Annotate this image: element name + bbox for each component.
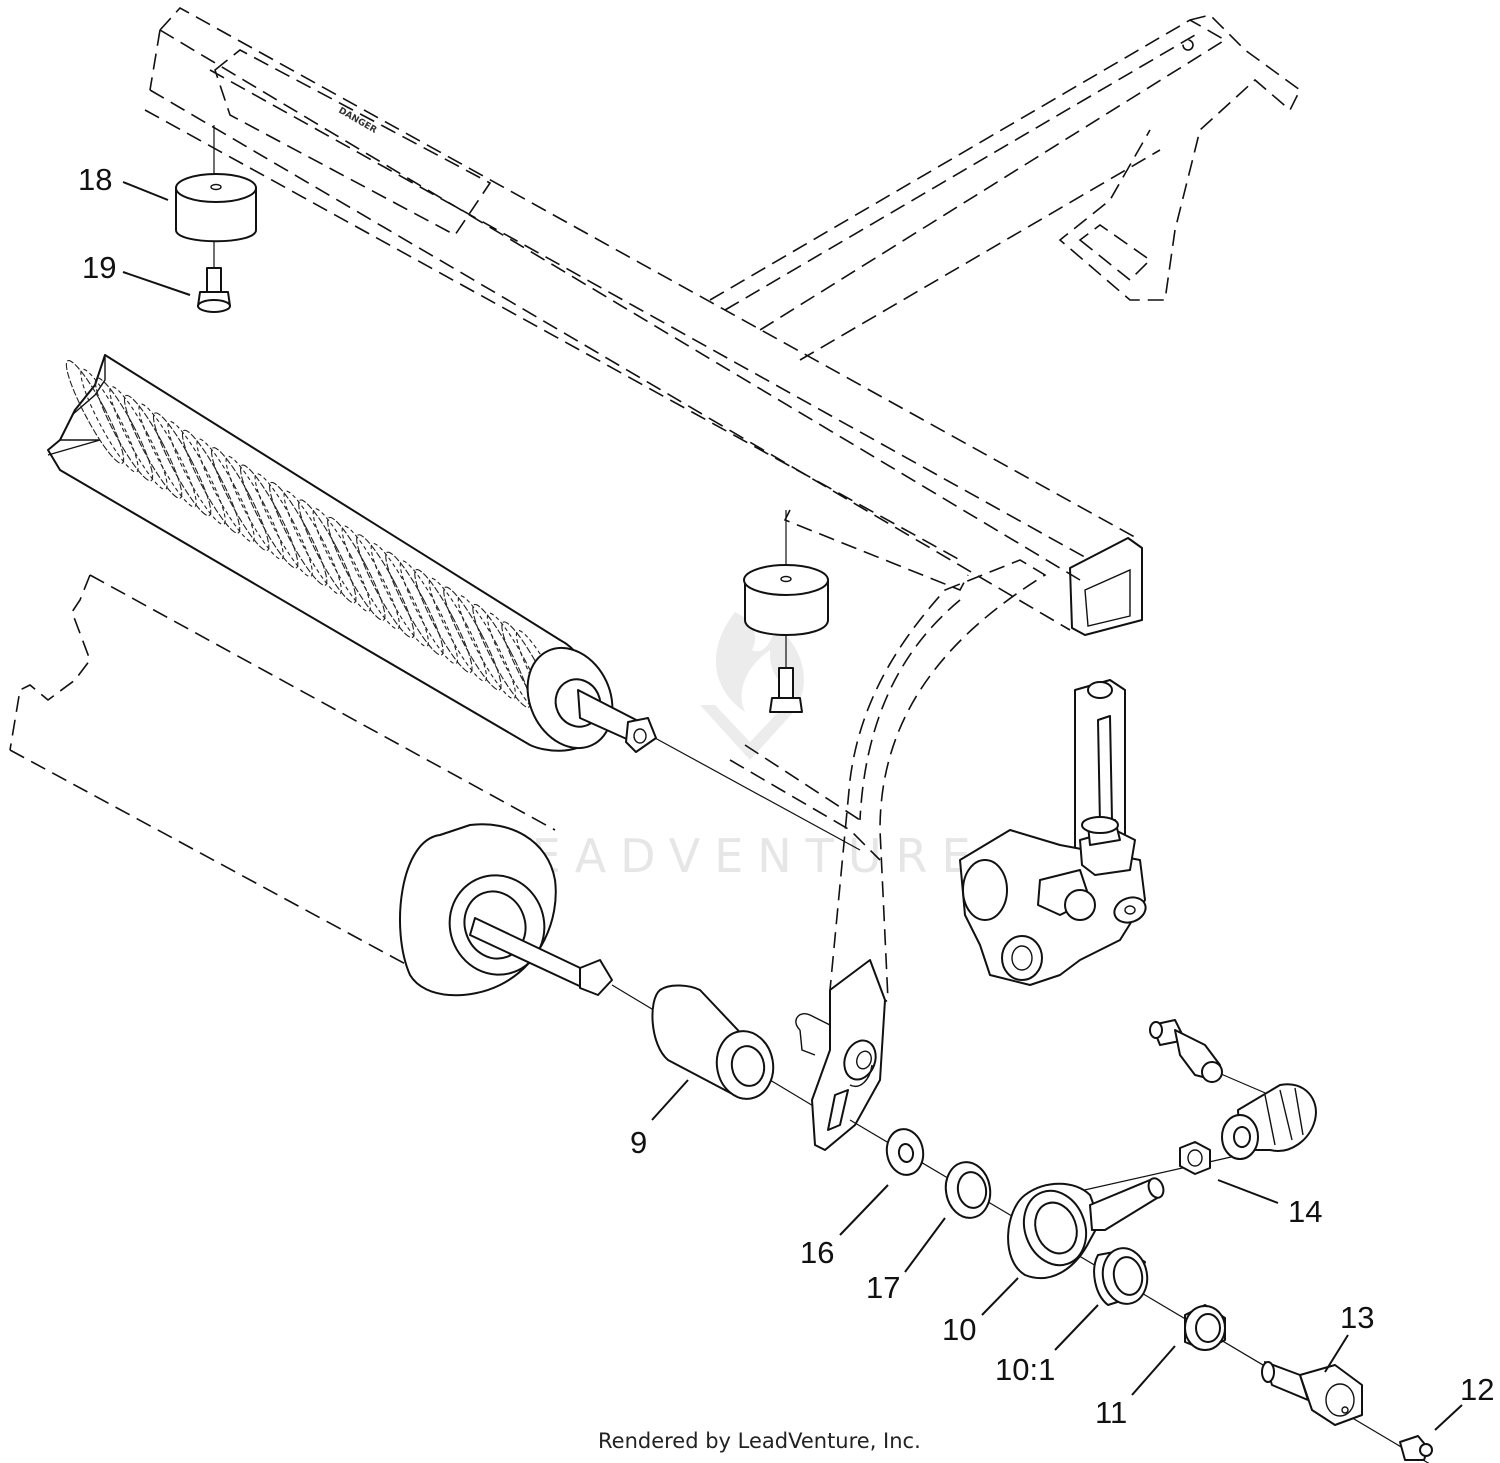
bushing-17 <box>944 1161 992 1219</box>
rear-bracket <box>709 14 1302 361</box>
roller-groove <box>138 403 197 508</box>
leader-17 <box>904 1217 946 1273</box>
shoulder-bolt-13 <box>1261 1361 1363 1426</box>
roller-groove <box>414 569 473 673</box>
leader-19 <box>122 271 191 296</box>
bushing-10-1 <box>1093 1247 1149 1306</box>
flange-nut-11 <box>1184 1304 1226 1351</box>
watermark-flame-icon <box>715 612 804 712</box>
washer-16 <box>885 1128 925 1176</box>
roller-groove <box>283 490 342 595</box>
grease-fitting-12 <box>1399 1435 1433 1461</box>
leader-14 <box>1217 1179 1279 1204</box>
roller-groove <box>385 551 444 656</box>
leader-11 <box>1131 1345 1176 1396</box>
roller-groove <box>370 542 429 647</box>
callout-19: 19 <box>82 250 116 285</box>
roller-groove <box>181 429 241 534</box>
callout-11: 11 <box>1095 1395 1127 1430</box>
roller-groove <box>486 612 546 717</box>
adjuster-assembly <box>959 679 1147 986</box>
roller-groove <box>65 360 125 464</box>
leader-16 <box>839 1184 889 1236</box>
roller-groove <box>94 377 154 482</box>
leader-13 <box>1324 1334 1349 1373</box>
flange-bolt-19 <box>197 267 231 313</box>
callout-14: 14 <box>1288 1194 1322 1229</box>
watermark-v-icon <box>700 705 800 760</box>
adjuster-stud <box>1149 1019 1223 1083</box>
roller-groove <box>240 464 299 569</box>
callout-12: 12 <box>1460 1372 1494 1407</box>
callout-17: 17 <box>866 1270 900 1305</box>
callout-labels: 18 19 9 16 17 10 10:1 11 13 12 14 <box>78 162 1494 1430</box>
roller-groove <box>327 516 386 621</box>
leader-10-1 <box>1054 1304 1099 1351</box>
roller-groove <box>211 447 270 552</box>
roller-groove <box>298 499 357 604</box>
roller-arm <box>795 959 886 1151</box>
callout-16: 16 <box>800 1235 834 1270</box>
roller-groove <box>269 481 328 586</box>
render-credit: Rendered by LeadVenture, Inc. <box>598 1429 921 1453</box>
spacer-9 <box>651 984 775 1100</box>
front-roller <box>9 574 821 1111</box>
isolator-mount <box>743 510 829 713</box>
link-10 <box>1007 1177 1165 1280</box>
roller-groove <box>399 560 459 665</box>
roller-groove <box>80 368 139 473</box>
callout-9: 9 <box>630 1125 647 1160</box>
callout-10: 10 <box>942 1312 976 1347</box>
adjuster-knob <box>1221 1083 1317 1160</box>
leader-10 <box>981 1277 1019 1316</box>
roller-groove <box>123 394 183 499</box>
roller-groove <box>167 421 226 525</box>
brush-roller <box>47 354 861 851</box>
leader-12 <box>1434 1404 1463 1431</box>
leader-18 <box>122 181 169 201</box>
watermark-text: LEADVENTURE <box>492 829 985 883</box>
roller-groove <box>428 577 488 682</box>
roller-groove <box>109 386 168 491</box>
roller-groove <box>196 438 255 543</box>
callout-10-1: 10:1 <box>995 1352 1055 1387</box>
nut-14 <box>1179 1141 1211 1175</box>
callout-18: 18 <box>78 162 112 197</box>
callout-13: 13 <box>1340 1300 1374 1335</box>
leader-lines <box>122 181 1463 1431</box>
roller-groove <box>457 595 517 700</box>
isolator-mount-18 <box>175 125 257 300</box>
roller-groove <box>472 603 531 708</box>
roller-groove <box>356 534 415 639</box>
roller-groove <box>254 473 313 578</box>
roller-groove <box>341 525 400 630</box>
roller-groove <box>152 412 212 517</box>
watermark: LEADVENTURE <box>492 612 985 883</box>
side-plate <box>729 509 1047 1022</box>
roller-groove <box>312 508 371 613</box>
roller-groove <box>225 455 284 560</box>
leader-9 <box>651 1079 689 1121</box>
roller-groove <box>443 586 502 691</box>
